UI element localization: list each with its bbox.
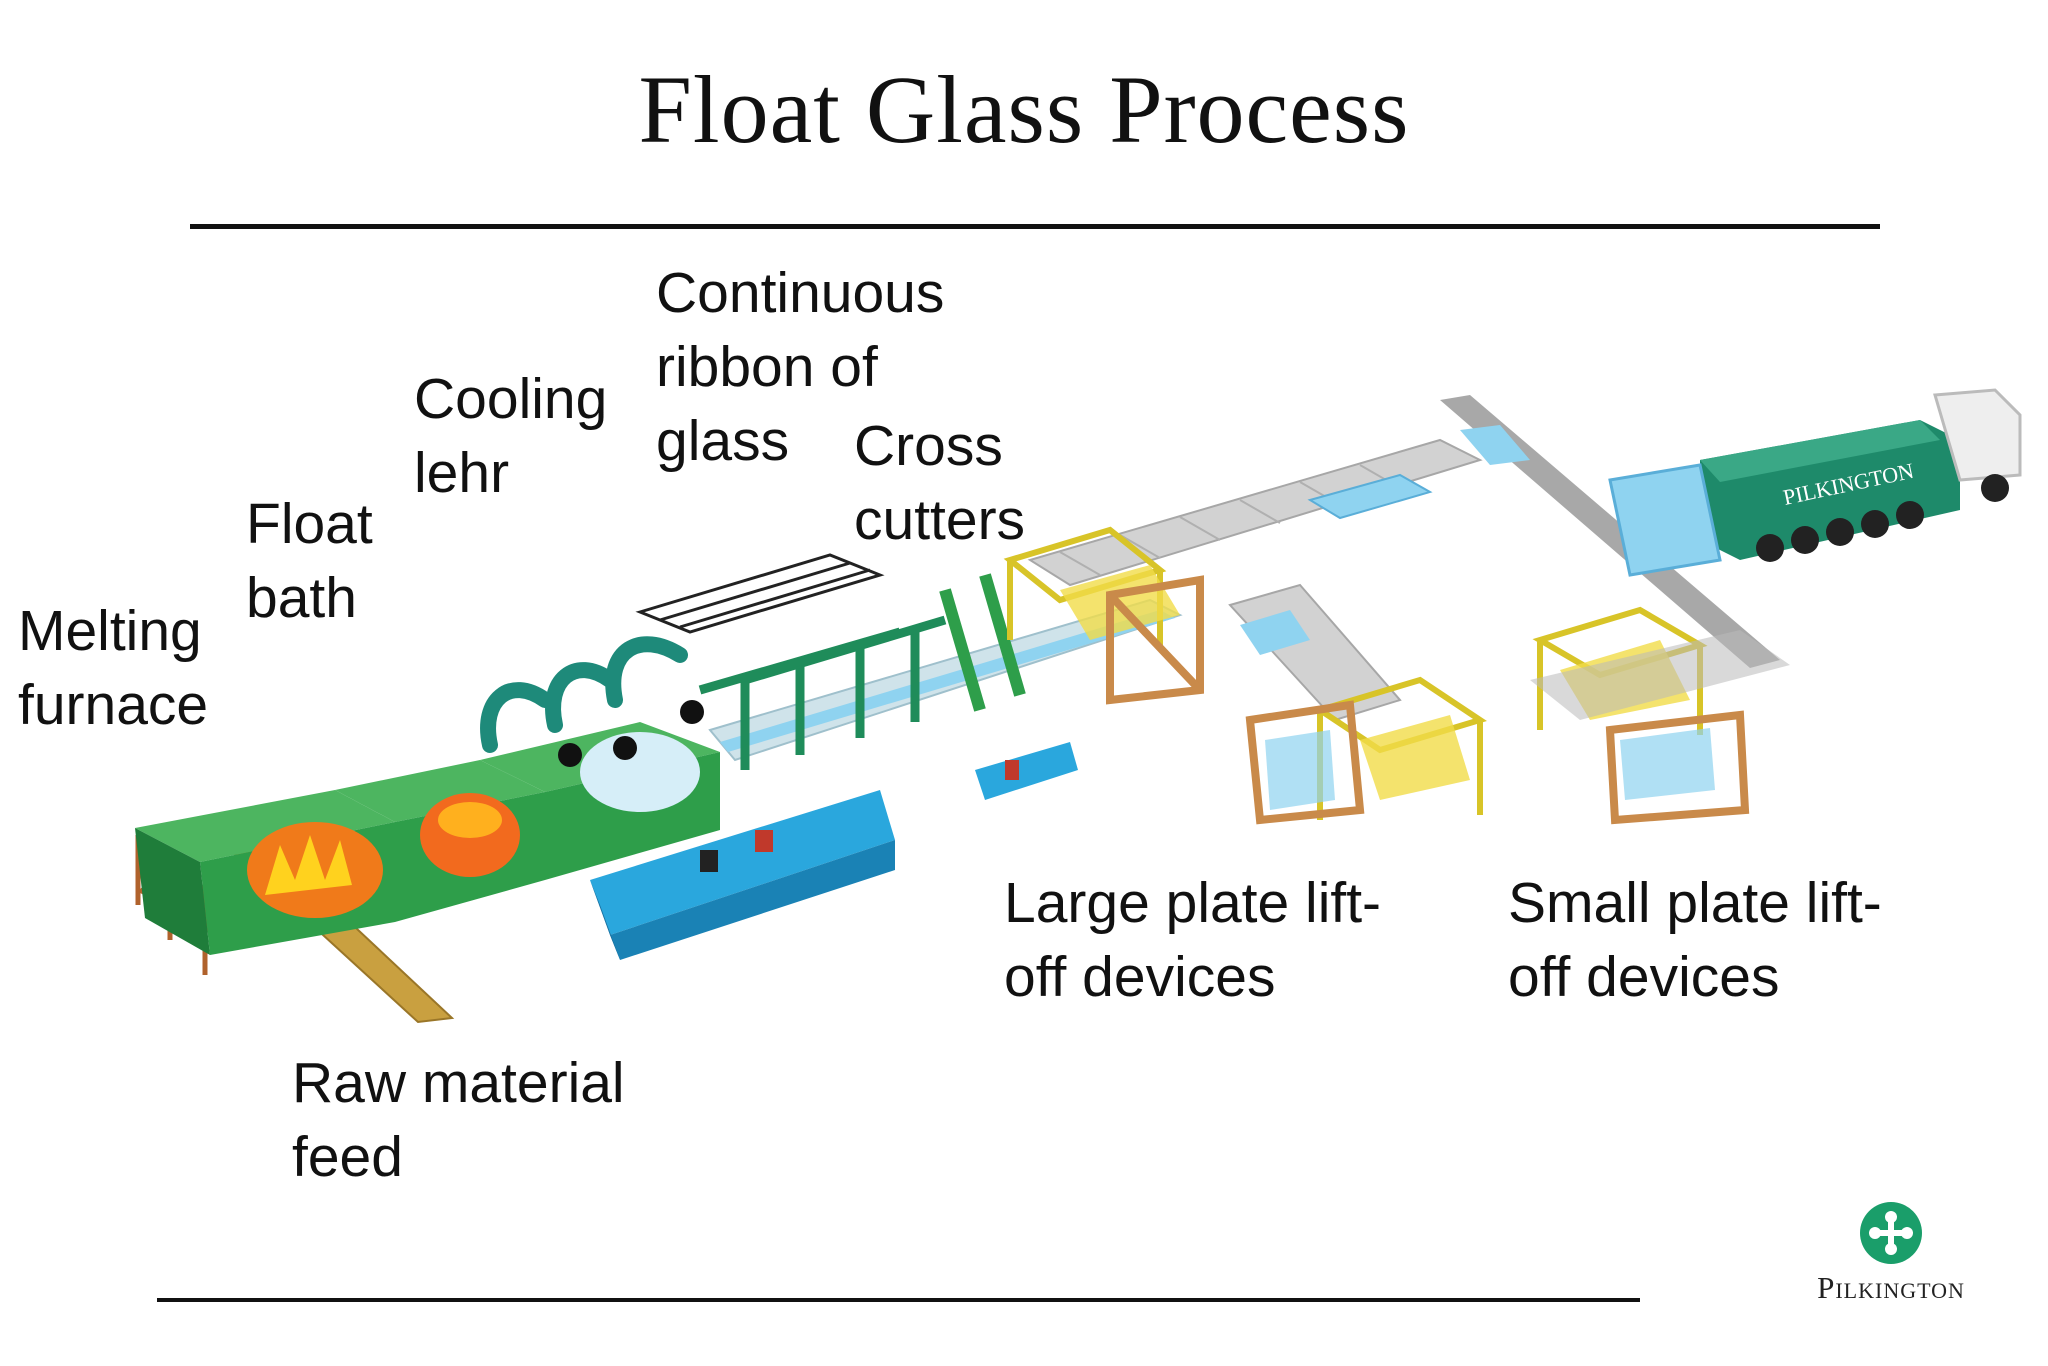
label-continuous-ribbon: Continuous ribbon of glass: [656, 261, 945, 473]
ribbon-cage: [698, 615, 947, 770]
cross-cutter-bars: [939, 573, 1026, 712]
lehr-arches: [480, 636, 688, 753]
page-title: Float Glass Process: [638, 56, 1410, 163]
logo-wordmark: Pilkington: [1817, 1270, 1965, 1305]
delivery-truck: PILKINGTON: [1608, 388, 2022, 577]
label-large-plate: Large plate lift- off devices: [1004, 871, 1382, 1009]
side-conveyor: [1228, 583, 1402, 722]
float-bath-top: [335, 760, 545, 822]
ribbon-railing: [635, 553, 885, 634]
label-raw-material: Raw material feed: [292, 1051, 625, 1189]
main-conveyor: [1027, 438, 1483, 587]
gantry-rail: [1440, 395, 1780, 668]
small-plate-rack: [1605, 710, 1750, 825]
main-control-console: [590, 790, 895, 960]
label-cooling-lehr: Cooling lehr: [414, 367, 608, 505]
label-cross-cutters: Cross cutters: [854, 414, 1026, 552]
title-divider: [190, 224, 1880, 229]
glass-plates-conveyor: [1307, 473, 1433, 520]
large-plate-rack: [1106, 575, 1204, 705]
pilkington-emblem-icon: [1860, 1202, 1922, 1264]
label-melting-furnace: Melting furnace: [18, 599, 209, 737]
footer-divider: [157, 1298, 1640, 1302]
label-small-plate: Small plate lift- off devices: [1508, 871, 1882, 1009]
lehr-glass-window: [580, 732, 700, 812]
small-control-console: [975, 742, 1078, 800]
melting-furnace-top: [135, 790, 395, 862]
melting-furnace-side: [135, 828, 210, 955]
furnace-flames: [265, 835, 352, 895]
large-plate-rack-2: [1245, 700, 1365, 825]
pilkington-logo: Pilkington: [1776, 1200, 2006, 1330]
label-float-bath: Float bath: [246, 492, 373, 630]
